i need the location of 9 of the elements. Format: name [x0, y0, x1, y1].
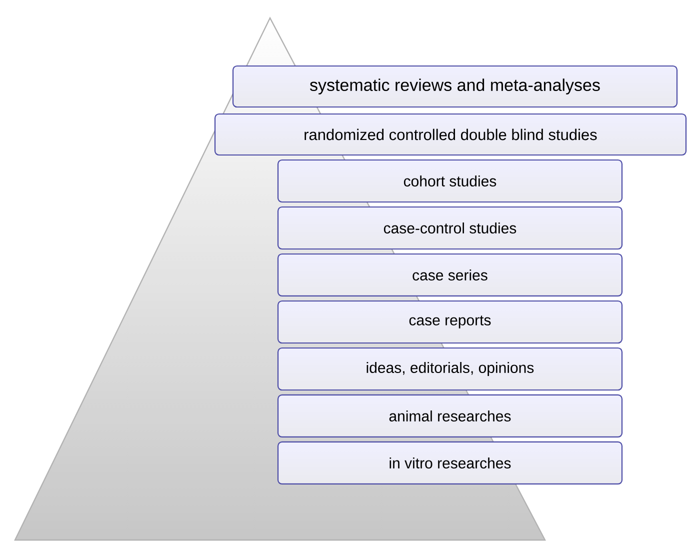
- level-box: systematic reviews and meta-analyses: [232, 65, 678, 108]
- level-box: randomized controlled double blind studies: [214, 113, 687, 156]
- level-box: cohort studies: [277, 159, 623, 203]
- level-box: animal researches: [277, 394, 623, 438]
- level-box: case-control studies: [277, 206, 623, 250]
- level-box: in vitro researches: [277, 441, 623, 485]
- level-box: case series: [277, 253, 623, 297]
- level-box: ideas, editorials, opinions: [277, 347, 623, 391]
- level-box: case reports: [277, 300, 623, 344]
